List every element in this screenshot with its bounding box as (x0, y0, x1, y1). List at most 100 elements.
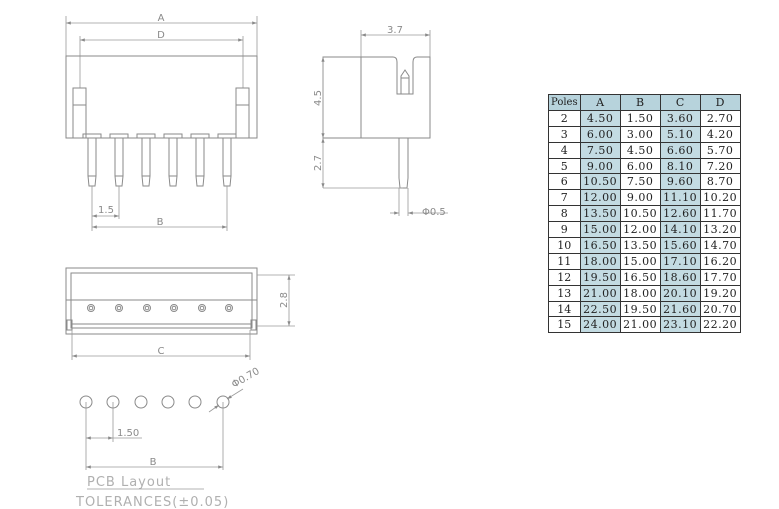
table-cell-c: 23.10 (659, 316, 701, 334)
table-cell-d: 10.20 (699, 189, 741, 207)
table-cell-c: 11.10 (659, 189, 701, 207)
table-cell-c: 6.60 (659, 141, 701, 159)
table-cell-a: 21.00 (579, 284, 621, 302)
table-cell-b: 7.50 (619, 173, 661, 191)
table-cell-a: 19.50 (579, 268, 621, 286)
table-cell-b: 19.50 (619, 300, 661, 318)
table-cell-poles: 10 (548, 237, 581, 254)
housing-body (65, 55, 258, 139)
table-cell-c: 14.10 (659, 221, 701, 239)
table-cell-poles: 2 (548, 109, 581, 127)
dim-a-label: A (158, 13, 165, 24)
table-cell-b: 12.00 (619, 221, 661, 239)
table-cell-a: 24.00 (579, 316, 621, 334)
pcb-layout-title: PCB Layout (87, 475, 171, 490)
table-cell-d: 7.20 (699, 157, 741, 175)
table-cell-b: 21.00 (619, 316, 661, 334)
pins (82, 133, 237, 187)
table-cell-poles: 5 (548, 157, 581, 175)
table-cell-a: 16.50 (579, 237, 621, 254)
table-cell-poles: 15 (548, 316, 581, 334)
dim-pitch-label: 1.5 (98, 205, 114, 216)
front-view: A D 1.5 B (65, 13, 258, 231)
right-latch (235, 87, 250, 139)
table-cell-b: 9.00 (619, 189, 661, 207)
table-cell-c: 3.60 (659, 109, 701, 127)
table-cell-d: 20.70 (699, 300, 741, 318)
table-cell-c: 12.60 (659, 205, 701, 223)
pin-holes (87, 304, 233, 312)
dim-depth-label: 2.8 (279, 292, 290, 308)
table-cell-d: 5.70 (699, 141, 741, 159)
table-cell-d: 16.20 (699, 252, 741, 270)
table-cell-b: 10.50 (619, 205, 661, 223)
table-cell-d: 13.20 (699, 221, 741, 239)
top-view: 2.8 C (65, 267, 295, 360)
table-cell-poles: 9 (548, 221, 581, 239)
table-cell-poles: 13 (548, 284, 581, 302)
header-c: C (659, 94, 701, 111)
table-cell-poles: 7 (548, 189, 581, 207)
table-cell-a: 15.00 (579, 221, 621, 239)
table-cell-a: 4.50 (579, 109, 621, 127)
table-cell-b: 1.50 (619, 109, 661, 127)
table-cell-d: 8.70 (699, 173, 741, 191)
table-cell-b: 4.50 (619, 141, 661, 159)
table-cell-a: 6.00 (579, 125, 621, 143)
table-cell-b: 6.00 (619, 157, 661, 175)
table-cell-d: 14.70 (699, 237, 741, 254)
dim-d-label: D (157, 30, 165, 41)
table-cell-a: 18.00 (579, 252, 621, 270)
table-cell-poles: 6 (548, 173, 581, 191)
dim-b-label: B (157, 217, 164, 228)
table-cell-b: 13.50 (619, 237, 661, 254)
dim-height-label: 4.5 (313, 90, 324, 106)
table-cell-a: 13.50 (579, 205, 621, 223)
dim-pin-dia-label: Φ0.5 (422, 207, 446, 218)
table-cell-d: 22.20 (699, 316, 741, 334)
table-cell-poles: 8 (548, 205, 581, 223)
table-cell-c: 9.60 (659, 173, 701, 191)
dim-pin-length-label: 2.7 (313, 155, 324, 171)
side-view: 3.7 4.5 2.7 Φ0.5 (313, 25, 448, 218)
table-cell-b: 18.00 (619, 284, 661, 302)
table-cell-d: 2.70 (699, 109, 741, 127)
table-cell-b: 3.00 (619, 125, 661, 143)
side-housing (322, 56, 431, 139)
table-cell-c: 5.10 (659, 125, 701, 143)
table-cell-a: 10.50 (579, 173, 621, 191)
table-cell-d: 17.70 (699, 268, 741, 286)
side-pin (398, 138, 409, 189)
left-latch (72, 87, 87, 139)
header-d: D (699, 94, 741, 111)
table-cell-d: 19.20 (699, 284, 741, 302)
header-b: B (619, 94, 661, 111)
table-cell-d: 11.70 (699, 205, 741, 223)
table-cell-b: 15.00 (619, 252, 661, 270)
pcb-b-label: B (150, 457, 157, 468)
table-header-row: Poles A B C D (548, 94, 741, 111)
table-cell-poles: 12 (548, 268, 581, 286)
table-cell-a: 22.50 (579, 300, 621, 318)
pcb-layout: Φ0.70 1.50 B PCB Layout TOLERANCES(±0.05… (75, 366, 262, 509)
table-cell-poles: 4 (548, 141, 581, 159)
table-cell-b: 16.50 (619, 268, 661, 286)
tolerance-note: TOLERANCES(±0.05) (75, 495, 229, 509)
dim-width-label: 3.7 (387, 25, 403, 36)
